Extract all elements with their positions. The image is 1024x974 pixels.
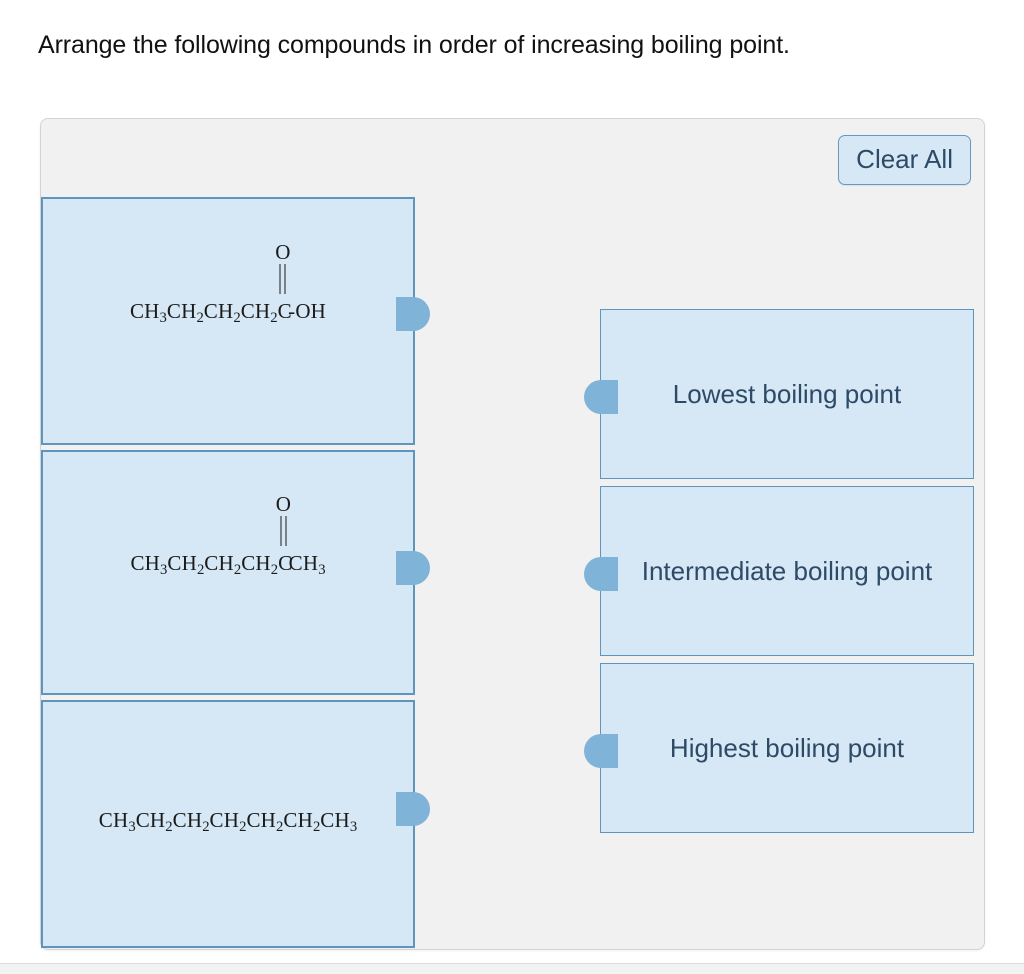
drop-target-column: Lowest boiling point Intermediate boilin…	[584, 309, 974, 840]
connector-nub-icon[interactable]	[584, 734, 618, 768]
page-divider	[0, 963, 1024, 964]
drop-target-label: Highest boiling point	[669, 733, 905, 763]
clear-all-button[interactable]: Clear All	[838, 135, 971, 185]
connector-nub-icon[interactable]	[396, 792, 430, 826]
connector-nub-icon[interactable]	[584, 557, 618, 591]
draggable-card-compound-3[interactable]: CH3CH2CH2CH2CH2CH2CH3	[41, 700, 430, 948]
page-title: Arrange the following compounds in order…	[38, 31, 790, 59]
drop-target-intermediate[interactable]: Intermediate boiling point	[584, 486, 974, 656]
drop-target-label: Intermediate boiling point	[641, 556, 933, 586]
drop-target-lowest[interactable]: Lowest boiling point	[584, 309, 974, 479]
connector-nub-icon[interactable]	[396, 297, 430, 331]
page-footer-strip	[0, 964, 1024, 974]
drop-target-highest[interactable]: Highest boiling point	[584, 663, 974, 833]
compound-3-formula: CH3CH2CH2CH2CH2CH2CH3	[98, 808, 358, 836]
connector-nub-icon[interactable]	[584, 380, 618, 414]
drop-target-label: Lowest boiling point	[672, 379, 902, 409]
connector-nub-icon[interactable]	[396, 551, 430, 585]
